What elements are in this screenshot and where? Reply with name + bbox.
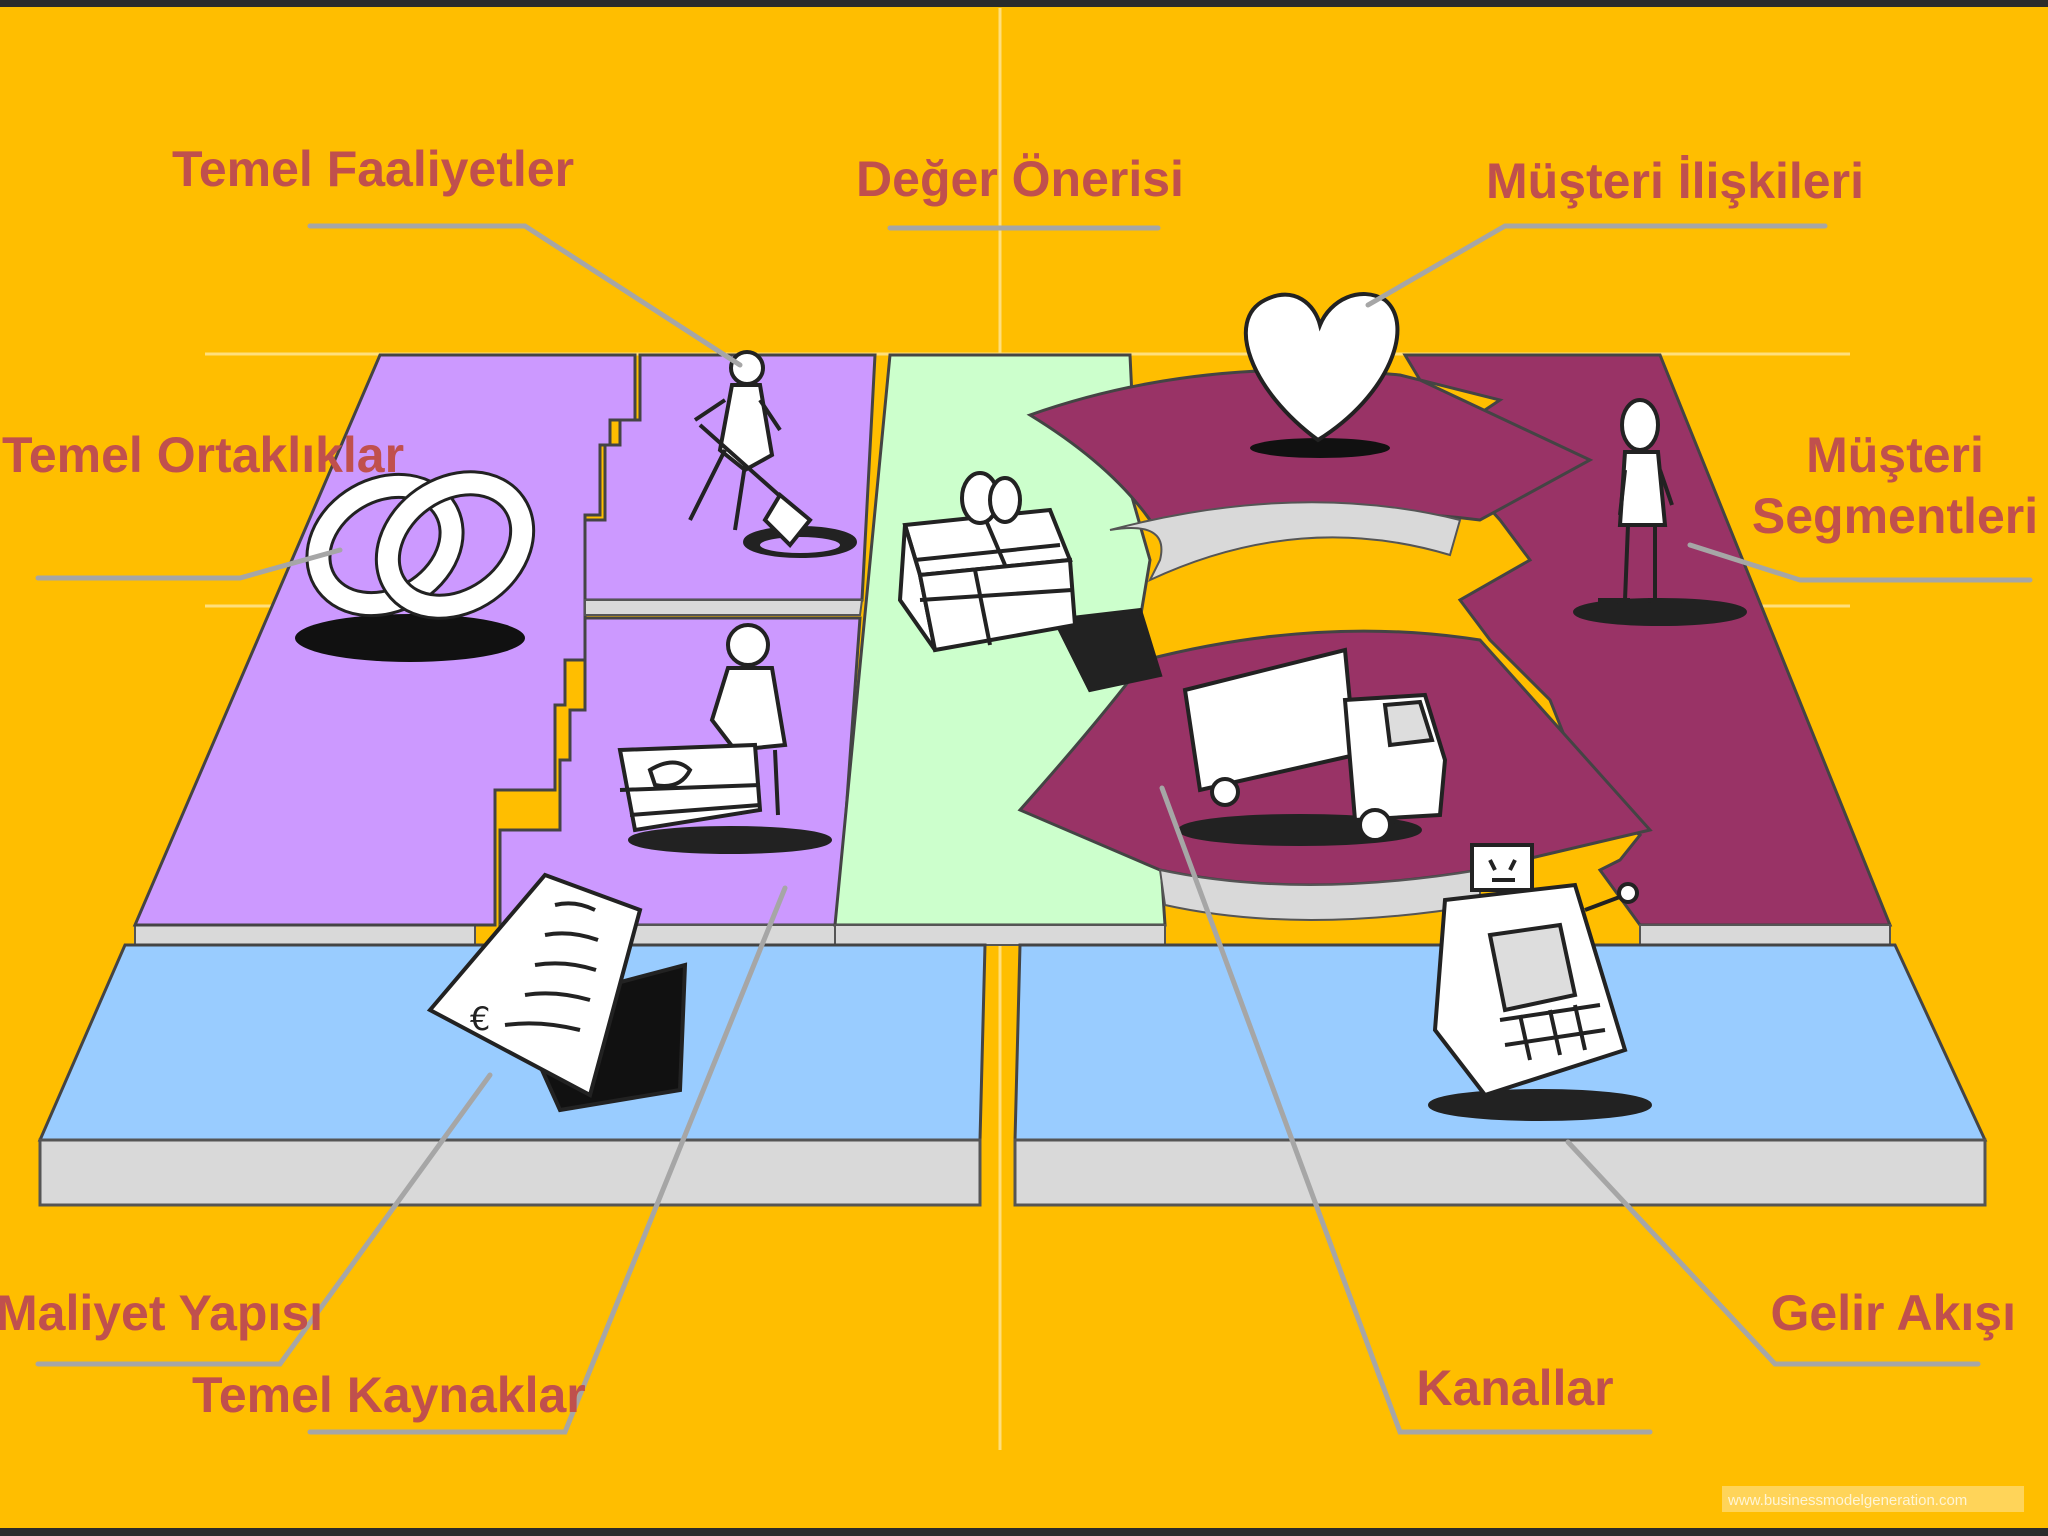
value-proposition-label: Değer Önerisi — [856, 151, 1184, 207]
truck-icon — [1178, 647, 1448, 846]
leader-cost-structure — [35, 1072, 493, 1367]
customer-segments-label-line2: Segmentleri — [1752, 488, 2038, 544]
leader-revenue-streams — [1565, 1139, 1981, 1367]
watermark: www.businessmodelgeneration.com — [1722, 1486, 2024, 1512]
key-activities-label: Temel Faaliyetler — [172, 141, 574, 197]
watermark-text: www.businessmodelgeneration.com — [1727, 1492, 1967, 1509]
bottom-frame-edge — [0, 1528, 2048, 1536]
key-partnerships-label: Temel Ortaklıklar — [2, 427, 404, 483]
leader-key-activities — [307, 223, 743, 368]
revenue-streams-label: Gelir Akışı — [1771, 1285, 2016, 1341]
interlocked-rings-icon — [295, 470, 536, 662]
person-with-machine-icon — [617, 623, 832, 854]
standing-person-icon — [1573, 398, 1747, 626]
heart-icon — [1243, 292, 1400, 458]
gift-box-icon — [897, 471, 1163, 693]
svg-text:€: € — [470, 1000, 490, 1038]
top-frame-edge — [0, 0, 2048, 7]
leader-channels — [1159, 785, 1653, 1435]
leader-customer-segments — [1687, 542, 2033, 583]
customer-segments-label-line1: Müşteri — [1806, 427, 1984, 483]
leader-key-resources — [307, 885, 788, 1435]
channels-label: Kanallar — [1416, 1360, 1613, 1416]
cost-structure-label: Maliyet Yapısı — [0, 1285, 323, 1341]
leader-key-partnerships — [35, 547, 343, 581]
customer-relationships-label: Müşteri İlişkileri — [1486, 153, 1864, 209]
leader-customer-relationships — [1365, 223, 1828, 308]
bill-document-icon: € — [426, 872, 688, 1113]
key-resources-label: Temel Kaynaklar — [192, 1367, 586, 1423]
person-digging-icon — [688, 350, 857, 558]
leader-lines — [35, 223, 2033, 1435]
labels: Temel Faaliyetler Değer Önerisi Müşteri … — [0, 141, 2038, 1423]
customer-segments-block — [1402, 353, 1893, 946]
cash-register-icon — [1428, 843, 1652, 1121]
